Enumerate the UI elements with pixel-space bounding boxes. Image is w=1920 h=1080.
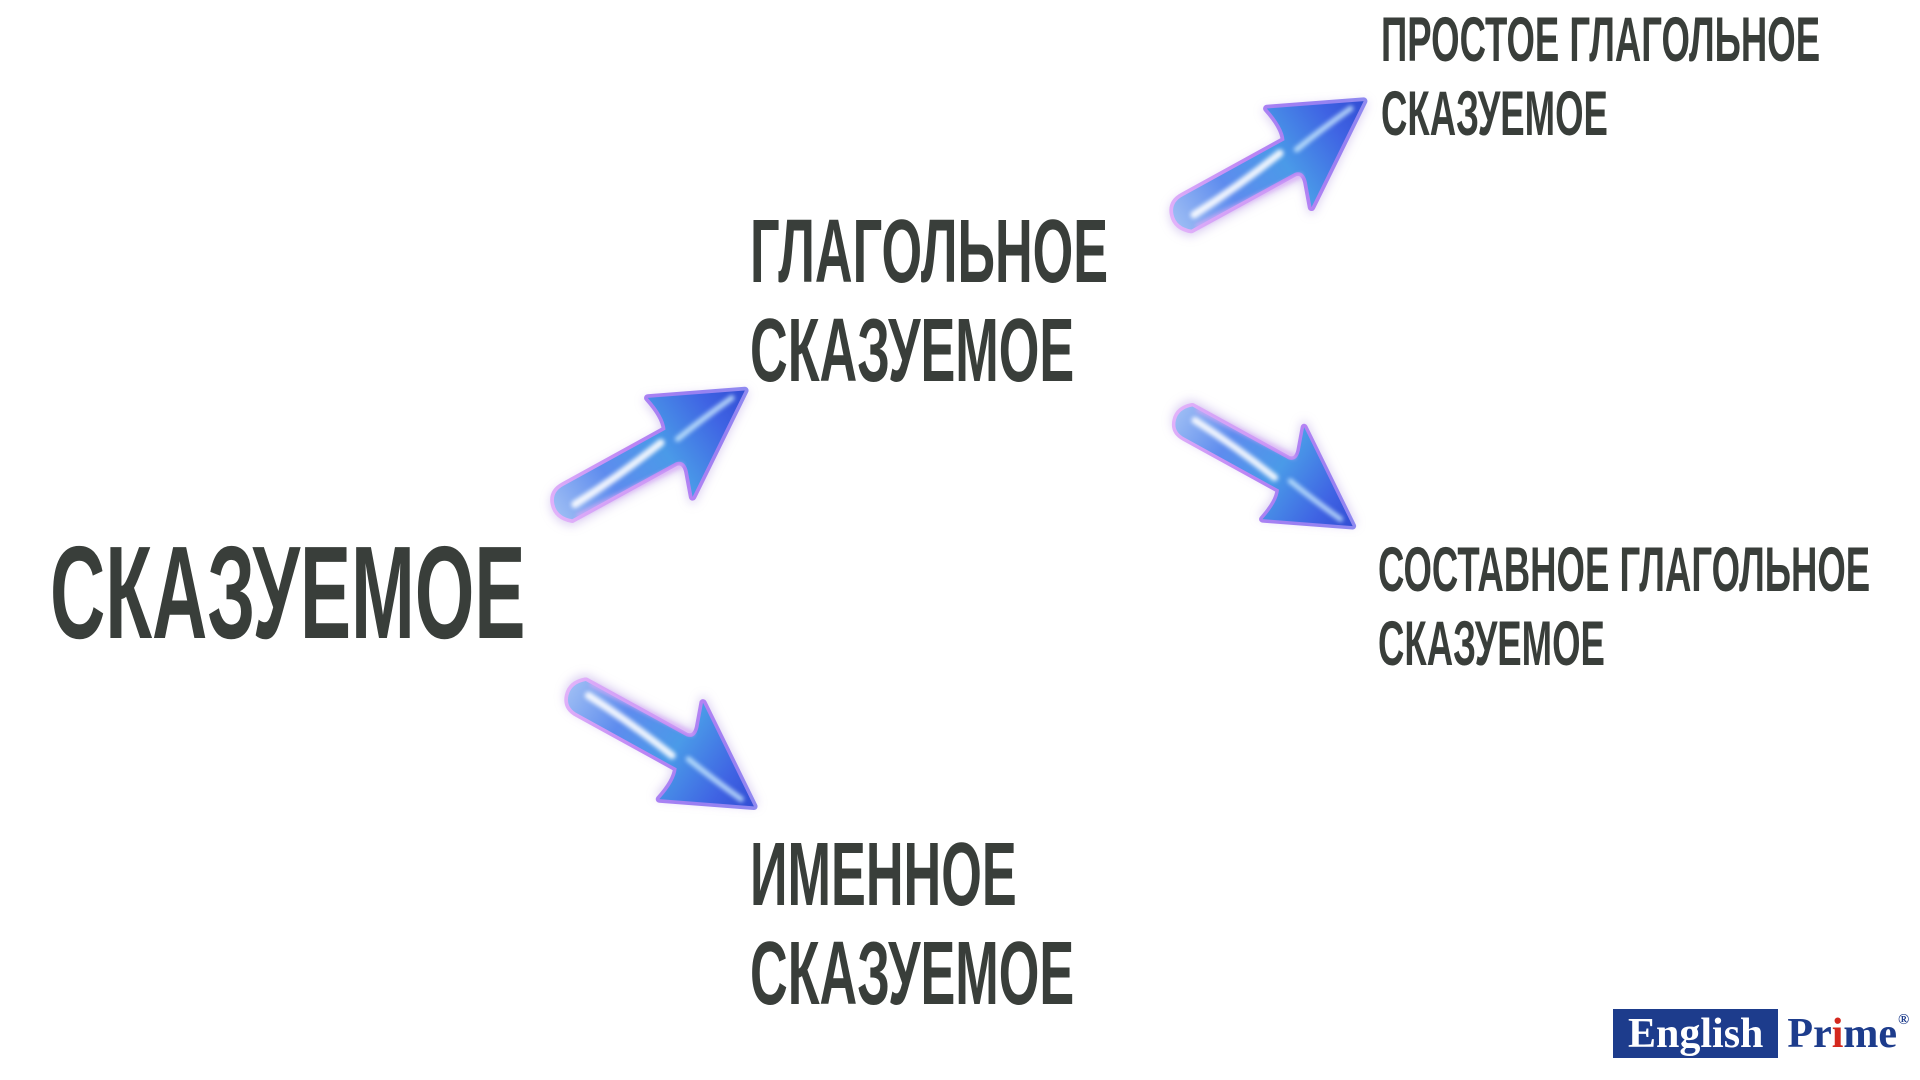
logo-prime-red-i: i [1831, 1010, 1844, 1057]
node-nominal-predicate-line1: ИМЕННОЕ [750, 825, 1017, 925]
logo-english-text: English [1628, 1010, 1764, 1057]
node-verbal-predicate-line1: ГЛАГОЛЬНОЕ [750, 202, 1109, 302]
node-compound-verbal-line2: СКАЗУЕМОЕ [1378, 609, 1605, 680]
arrow-verbal-to-compound-icon [1170, 403, 1362, 533]
node-simple-verbal-line2: СКАЗУЕМОЕ [1381, 79, 1608, 150]
arrow-root-to-verbal-icon [543, 383, 760, 523]
node-compound-verbal-line1: СОСТАВНОЕ ГЛАГОЛЬНОЕ [1378, 535, 1871, 605]
node-verbal-predicate: ГЛАГОЛЬНОЕ СКАЗУЕМОЕ [750, 203, 1367, 401]
node-simple-verbal-line1: ПРОСТОЕ ГЛАГОЛЬНОЕ [1381, 5, 1821, 75]
arrow-root-to-nominal-icon [563, 668, 763, 823]
node-nominal-predicate: ИМЕННОЕ СКАЗУЕМОЕ [750, 826, 1309, 1024]
logo-prime-pre: Pr [1787, 1010, 1832, 1057]
node-predicate: СКАЗУЕМОЕ [50, 527, 870, 659]
node-nominal-predicate-line2: СКАЗУЕМОЕ [750, 924, 1075, 1024]
logo-prime-post: me [1843, 1010, 1898, 1057]
arrow-verbal-to-simple-icon [1168, 92, 1373, 235]
node-compound-verbal-predicate: СОСТАВНОЕ ГЛАГОЛЬНОЕ СКАЗУЕМОЕ [1378, 533, 1920, 682]
node-simple-verbal-predicate: ПРОСТОЕ ГЛАГОЛЬНОЕ СКАЗУЕМОЕ [1381, 3, 1920, 152]
node-verbal-predicate-line2: СКАЗУЕМОЕ [750, 301, 1075, 401]
logo-english-box: English [1613, 1009, 1779, 1058]
registered-trademark-icon: ® [1898, 1011, 1910, 1028]
node-predicate-label: СКАЗУЕМОЕ [50, 519, 526, 666]
